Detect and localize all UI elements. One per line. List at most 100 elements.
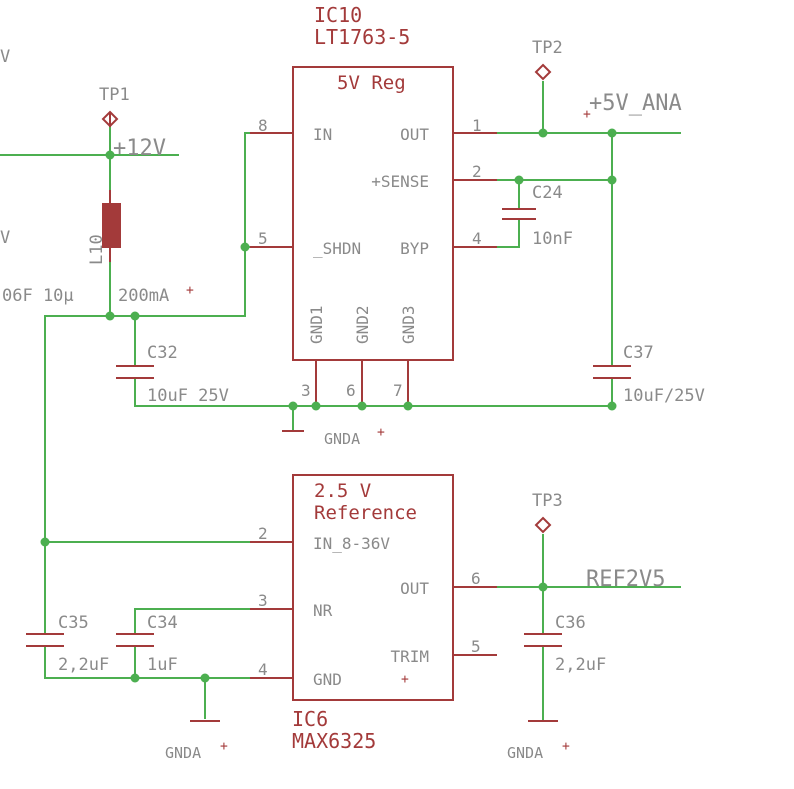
c35-value: 2,2uF	[58, 655, 109, 675]
ic6-part: MAX6325	[292, 729, 376, 753]
ic10-num-gnd1: 3	[301, 381, 311, 400]
ic6-num-gnd: 4	[258, 660, 268, 679]
gnd-upper-plus: +	[377, 425, 385, 440]
junction	[403, 401, 413, 411]
ic10-label-shdn: _SHDN	[313, 239, 361, 258]
ic10-label-out: OUT	[400, 125, 429, 144]
c36-value: 2,2uF	[555, 655, 606, 675]
junction	[200, 673, 210, 683]
ic6-label-out: OUT	[400, 579, 429, 598]
net-label-cut-2: V	[0, 228, 10, 248]
tp3-diamond	[534, 516, 552, 534]
c34-ref: C34	[147, 613, 178, 633]
tp1-diamond	[101, 110, 119, 128]
capacitor-c24[interactable]: C24 10nF	[502, 183, 573, 249]
junction	[607, 175, 617, 185]
junction	[130, 311, 140, 321]
c37-ref: C37	[623, 343, 654, 363]
junction	[607, 401, 617, 411]
ic6-label-gnd: GND	[313, 670, 342, 689]
l10-plus: +	[186, 283, 194, 298]
testpoint-tp1[interactable]: TP1	[99, 85, 130, 128]
junction	[40, 537, 50, 547]
net-label-12v: +12V	[113, 136, 166, 161]
ic10-num-sense: 2	[472, 162, 482, 181]
capacitor-c34[interactable]: C34 1uF	[116, 613, 178, 675]
ic10-regulator[interactable]: IC10 LT1763-5 5V Reg IN _SHDN OUT +SENSE…	[250, 3, 497, 406]
l10-value-left: 06F 10µ	[2, 286, 74, 306]
ic6-label-nr: NR	[313, 601, 333, 620]
net-label-cut-1: V	[0, 47, 10, 67]
ic10-title: 5V Reg	[337, 72, 406, 94]
gnd-symbol-lower-left: GNDA +	[165, 720, 228, 762]
junction	[288, 401, 298, 411]
c32-ref: C32	[147, 343, 178, 363]
l10-value-right: 200mA	[118, 286, 169, 306]
capacitor-c37[interactable]: C37 10uF/25V	[593, 343, 705, 406]
ic10-num-in: 8	[258, 116, 268, 135]
ic6-num-in: 2	[258, 524, 268, 543]
ic6-label-trim: TRIM	[390, 647, 429, 666]
gnd-ll-label: GNDA	[165, 744, 201, 762]
junction	[105, 150, 115, 160]
testpoint-tp3[interactable]: TP3	[532, 491, 563, 534]
ic6-num-trim: 5	[471, 637, 481, 656]
gnd-upper-label: GNDA	[324, 430, 360, 448]
tp3-label: TP3	[532, 491, 563, 511]
c34-value: 1uF	[147, 655, 178, 675]
ic10-label-byp: BYP	[400, 239, 429, 258]
c36-ref: C36	[555, 613, 586, 633]
c24-ref: C24	[532, 183, 563, 203]
ic10-ref: IC10	[314, 3, 362, 27]
ic10-label-gnd1: GND1	[307, 305, 326, 344]
ic10-label-sense: +SENSE	[371, 172, 429, 191]
junction	[240, 242, 250, 252]
ic6-num-nr: 3	[258, 591, 268, 610]
capacitor-c35[interactable]: C35 2,2uF	[26, 613, 109, 675]
ic10-num-gnd2: 6	[346, 381, 356, 400]
ic6-ref: IC6	[292, 707, 328, 731]
c24-value: 10nF	[532, 229, 573, 249]
junctions	[40, 128, 617, 683]
ic10-num-gnd3: 7	[393, 381, 403, 400]
gnd-ll-plus: +	[220, 739, 228, 754]
ic6-title-1: 2.5 V	[314, 480, 371, 502]
gnd-symbol-upper: GNDA +	[282, 425, 385, 448]
junction	[514, 175, 524, 185]
junction	[311, 401, 321, 411]
testpoint-tp2[interactable]: TP2	[532, 38, 563, 81]
gnd-lr-label: GNDA	[507, 744, 543, 762]
inductor-l10[interactable]: L10 06F 10µ 200mA +	[2, 190, 194, 306]
tp1-label: TP1	[99, 85, 130, 105]
ic10-body	[292, 66, 454, 361]
ic10-label-gnd3: GND3	[399, 305, 418, 344]
junction	[357, 401, 367, 411]
l10-ref: L10	[87, 234, 107, 265]
net-label-5v-ana: +5V_ANA	[589, 91, 682, 116]
ic10-part: LT1763-5	[314, 25, 410, 49]
tp2-diamond	[534, 63, 552, 81]
c35-ref: C35	[58, 613, 89, 633]
gnd-lr-plus: +	[562, 739, 570, 754]
gnd-symbol-lower-right: GNDA +	[507, 720, 570, 762]
ic6-title-2: Reference	[314, 502, 417, 524]
capacitor-c36[interactable]: C36 2,2uF	[524, 613, 606, 675]
ic6-trim-plus: +	[401, 672, 409, 687]
ic6-num-out: 6	[471, 569, 481, 588]
junction	[538, 128, 548, 138]
net-label-ref2v5: REF2V5	[586, 567, 665, 592]
ic10-label-gnd2: GND2	[353, 305, 372, 344]
junction	[105, 311, 115, 321]
tp2-label: TP2	[532, 38, 563, 58]
junction	[130, 673, 140, 683]
ic6-reference[interactable]: 2.5 V Reference IC6 MAX6325 IN_8-36V NR …	[250, 474, 497, 753]
net-5v-plus: +	[583, 107, 591, 122]
l10-body	[102, 203, 121, 248]
ic10-num-byp: 4	[472, 229, 482, 248]
ic10-label-in: IN	[313, 125, 332, 144]
capacitor-c32[interactable]: C32 10uF 25V	[116, 343, 229, 406]
ic10-num-out: 1	[472, 116, 482, 135]
junction	[538, 582, 548, 592]
